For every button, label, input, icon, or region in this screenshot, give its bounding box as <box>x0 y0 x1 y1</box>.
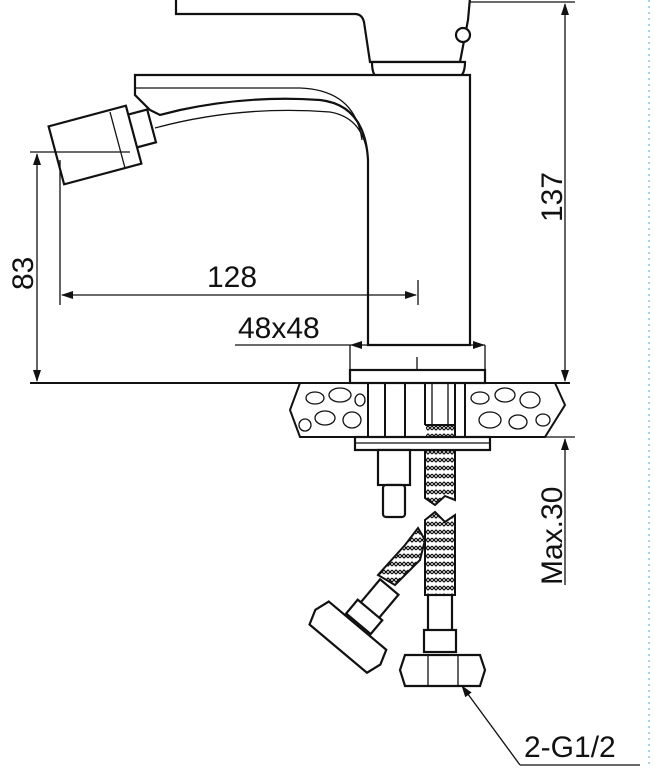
dim-nozzle-height: 83 <box>7 257 40 290</box>
bidet-nozzle <box>47 104 158 186</box>
supply-hoses <box>308 449 487 688</box>
mounting-kit <box>353 435 492 519</box>
faucet-body <box>133 73 472 347</box>
dimension-lines <box>30 1 640 766</box>
countertop-section <box>30 382 570 438</box>
dim-connection: 2-G1/2 <box>524 731 616 764</box>
dim-spout-reach: 128 <box>207 261 257 294</box>
faucet-base <box>348 345 487 385</box>
handle-lever <box>174 0 472 80</box>
dim-base-size: 48x48 <box>238 312 320 345</box>
dim-total-height: 137 <box>536 172 569 222</box>
dim-max-thickness: Max.30 <box>536 487 569 585</box>
